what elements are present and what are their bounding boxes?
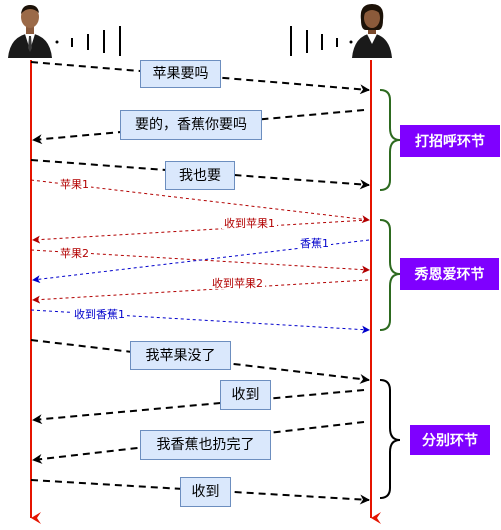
bracket-greeting <box>379 89 401 191</box>
message-label: 收到苹果2 <box>210 277 265 290</box>
signal-bars-icon <box>290 26 353 56</box>
message-label: 收到香蕉1 <box>72 308 127 321</box>
phase-label-greeting: 打招呼环节 <box>400 125 500 157</box>
message-label: 收到苹果1 <box>222 217 277 230</box>
bracket-farewell <box>379 379 401 499</box>
message-label: 香蕉1 <box>298 237 331 250</box>
businesswoman-icon <box>352 4 392 58</box>
message-label: 苹果2 <box>58 247 91 260</box>
signal-bars-icon <box>55 26 121 56</box>
message-box: 收到 <box>220 380 271 410</box>
arrow-m11 <box>32 389 365 425</box>
message-box: 我苹果没了 <box>130 341 231 370</box>
phase-label-farewell: 分别环节 <box>410 425 490 455</box>
message-label: 苹果1 <box>58 178 91 191</box>
arrow-m5 <box>32 219 369 244</box>
message-box: 苹果要吗 <box>140 60 221 88</box>
arrow-m12 <box>32 421 365 464</box>
businessman-icon <box>8 5 52 58</box>
message-box: 我香蕉也扔完了 <box>140 430 271 460</box>
message-box: 要的，香蕉你要吗 <box>120 110 262 140</box>
message-box: 收到 <box>180 477 231 507</box>
arrow-m2 <box>32 109 365 145</box>
message-box: 我也要 <box>165 161 235 190</box>
arrow-m8 <box>32 279 369 304</box>
bracket-showing-love <box>379 219 401 331</box>
phase-label-showing-love: 秀恩爱环节 <box>400 258 499 290</box>
